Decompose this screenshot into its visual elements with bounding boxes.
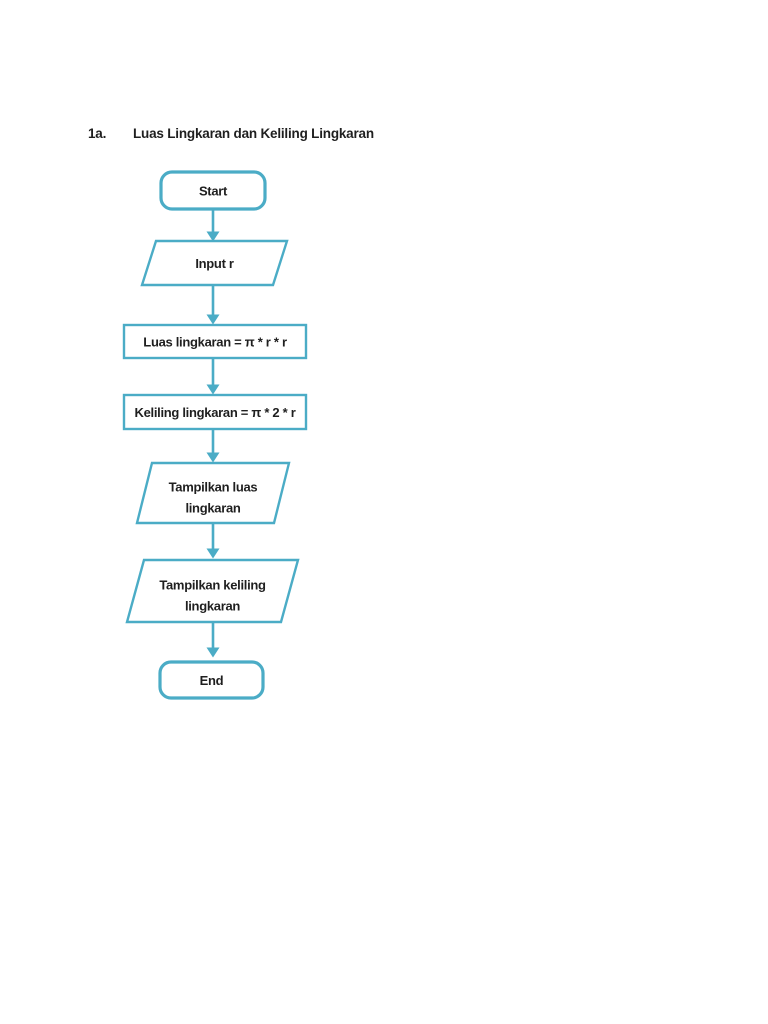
flowchart-node-end: [158, 660, 265, 700]
flowchart-node-start: [159, 170, 267, 211]
section-heading: 1a. Luas Lingkaran dan Keliling Lingkaran: [88, 126, 374, 141]
flowchart-node-keliling-lingkaran: [122, 393, 308, 431]
flowchart-node-start-label: Start: [199, 184, 228, 199]
flowchart-node-tampilkan-luas-line2: lingkaran: [185, 501, 240, 516]
flowchart-node-tampilkan-luas: [135, 461, 291, 525]
arrowhead-icon: [206, 231, 220, 242]
arrowhead-icon: [206, 548, 220, 559]
flowchart-node-tampilkan-luas-line1: Tampilkan luas: [169, 480, 258, 495]
arrowhead-icon: [206, 452, 220, 463]
flowchart-node-luas-lingkaran: [122, 323, 308, 360]
arrowhead-icon: [206, 647, 220, 658]
flowchart-node-input-r-label: Input r: [195, 256, 234, 271]
flowchart-node-keliling-lingkaran-label: Keliling lingkaran = π * 2 * r: [135, 405, 296, 420]
arrowhead-icon: [206, 314, 220, 325]
flowchart-node-tampilkan-keliling-line1: Tampilkan keliling: [159, 578, 266, 593]
flowchart-node-tampilkan-keliling-line2: lingkaran: [185, 599, 240, 614]
section-number: 1a.: [88, 126, 107, 141]
arrowhead-icon: [206, 384, 220, 395]
flowchart-node-input-r: [140, 239, 289, 287]
flowchart-node-end-label: End: [200, 673, 224, 688]
flowchart-node-luas-lingkaran-label: Luas lingkaran = π * r * r: [143, 335, 287, 350]
section-title: Luas Lingkaran dan Keliling Lingkaran: [133, 126, 374, 141]
flowchart-node-tampilkan-keliling: [125, 558, 300, 624]
